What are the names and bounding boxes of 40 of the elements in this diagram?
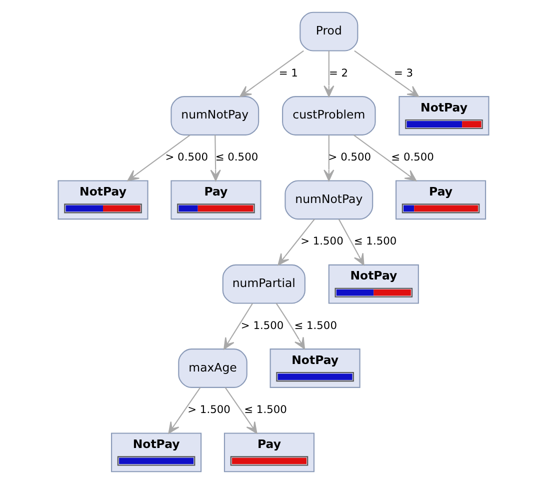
edge-label: = 2: [328, 66, 348, 80]
node-box: NotPay: [398, 96, 489, 136]
node-box: numPartial: [222, 264, 305, 304]
node-box: numNotPay: [284, 180, 373, 220]
node-box: Prod: [299, 12, 358, 52]
arrow: [126, 134, 190, 182]
arrow: [323, 135, 334, 182]
arrow: [168, 387, 200, 434]
node-box: Pay: [395, 180, 486, 220]
node-box: Pay: [170, 180, 261, 220]
arrow: [352, 134, 416, 182]
arrow: [354, 50, 419, 98]
edge-label: ≤ 1.500: [244, 403, 286, 416]
arrow: [338, 218, 364, 266]
node-box: custProblem: [282, 96, 376, 136]
arrow: [277, 218, 314, 266]
node-box: maxAge: [178, 348, 247, 388]
edge-label: > 1.500: [240, 318, 284, 332]
edge-label: > 1.500: [300, 234, 343, 248]
edge-label: ≤ 0.500: [390, 150, 434, 164]
edge-label: = 1: [278, 66, 298, 80]
node-box: numNotPay: [170, 96, 259, 136]
arrow: [224, 387, 257, 434]
edge-label: > 0.500: [164, 150, 208, 164]
edge-label: > 0.500: [328, 150, 371, 164]
arrow: [239, 50, 304, 98]
arrow: [323, 50, 334, 98]
node-box: NotPay: [110, 432, 202, 472]
node-box: Pay: [223, 432, 314, 472]
arrow: [223, 303, 253, 350]
edge-label: ≤ 0.500: [214, 150, 258, 164]
node-box: NotPay: [269, 348, 360, 388]
edge-label: > 1.500: [187, 403, 230, 416]
edge-label: ≤ 1.500: [353, 234, 396, 248]
node-box: NotPay: [328, 264, 418, 304]
arrow: [275, 302, 305, 350]
arrow: [210, 135, 220, 182]
edge-label: = 3: [393, 66, 413, 80]
edge-label: ≤ 1.500: [294, 318, 336, 332]
node-box: NotPay: [57, 180, 148, 220]
